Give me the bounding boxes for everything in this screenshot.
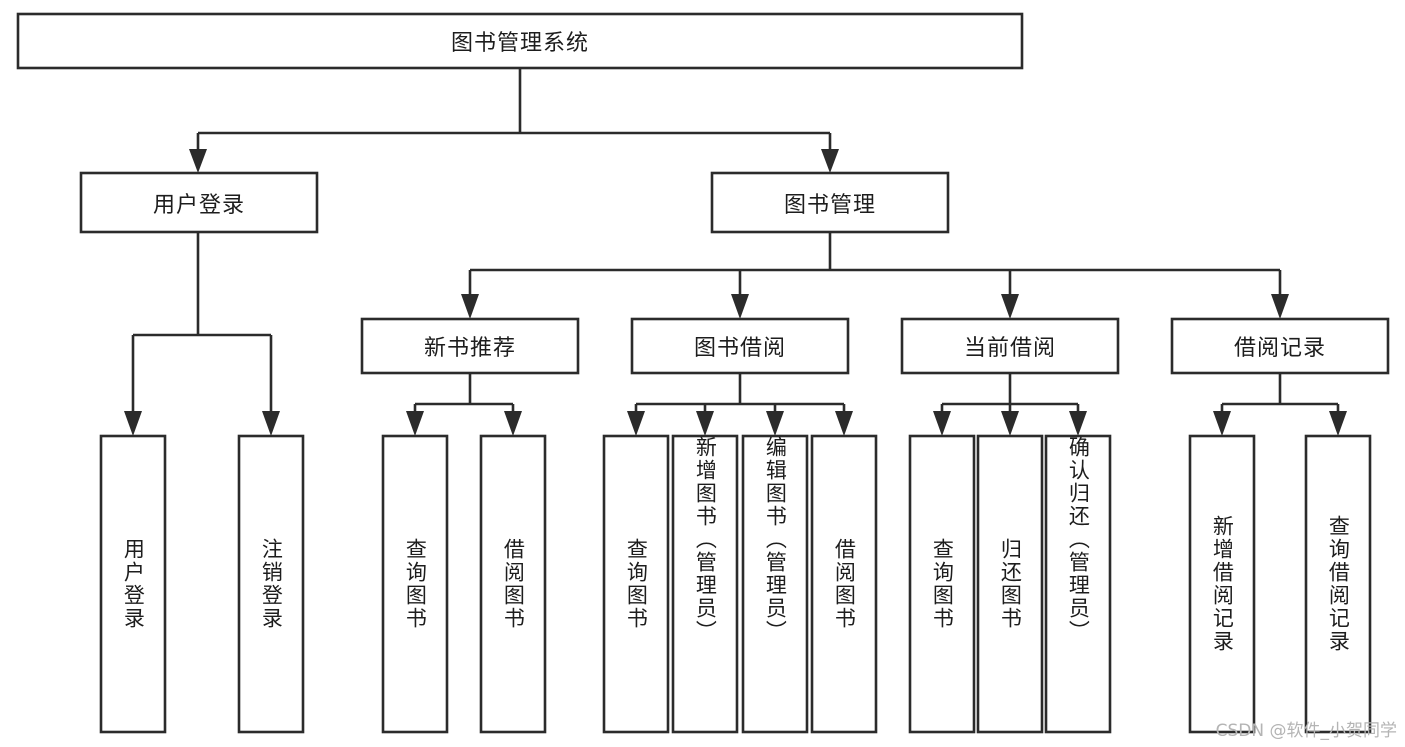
nodes-layer [16, 12, 1390, 734]
node-box-leaf-add-book[interactable] [671, 434, 739, 734]
arrowhead-leaf-return-book [1001, 411, 1019, 436]
node-box-leaf-confirm-return[interactable] [1044, 434, 1112, 734]
node-box-leaf-add-record[interactable] [1188, 434, 1256, 734]
arrowhead-leaf-confirm-return [1069, 411, 1087, 436]
arrowhead-new-book-rec [461, 294, 479, 319]
node-box-borrow-record[interactable] [1170, 317, 1390, 375]
arrowhead-borrow-record [1271, 294, 1289, 319]
node-box-book-borrow[interactable] [630, 317, 850, 375]
node-box-leaf-user-login[interactable] [99, 434, 167, 734]
node-box-user-login[interactable] [79, 171, 319, 234]
arrowhead-leaf-query-book-3 [933, 411, 951, 436]
arrowhead-leaf-borrow-book-1 [504, 411, 522, 436]
node-box-book-manage[interactable] [710, 171, 950, 234]
node-box-leaf-borrow-book-2[interactable] [810, 434, 878, 734]
arrowhead-leaf-logout [262, 411, 280, 436]
connectors-layer [124, 68, 1347, 436]
arrowhead-book-borrow [731, 294, 749, 319]
arrowhead-leaf-query-record [1329, 411, 1347, 436]
node-box-current-borrow[interactable] [900, 317, 1120, 375]
arrowhead-leaf-borrow-book-2 [835, 411, 853, 436]
arrowhead-current-borrow [1001, 294, 1019, 319]
arrowhead-leaf-query-book-2 [627, 411, 645, 436]
node-box-leaf-query-book-2[interactable] [602, 434, 670, 734]
node-box-leaf-query-book-3[interactable] [908, 434, 976, 734]
node-box-leaf-borrow-book-1[interactable] [479, 434, 547, 734]
node-box-leaf-query-record[interactable] [1304, 434, 1372, 734]
node-box-leaf-logout[interactable] [237, 434, 305, 734]
node-box-leaf-query-book-1[interactable] [381, 434, 449, 734]
arrowhead-leaf-user-login [124, 411, 142, 436]
node-box-root[interactable] [16, 12, 1024, 70]
node-box-leaf-edit-book[interactable] [741, 434, 809, 734]
node-box-new-book-rec[interactable] [360, 317, 580, 375]
arrowhead-leaf-add-book [696, 411, 714, 436]
arrowhead-book-manage [821, 149, 839, 173]
arrowhead-leaf-add-record [1213, 411, 1231, 436]
arrowhead-leaf-edit-book [766, 411, 784, 436]
node-box-leaf-return-book[interactable] [976, 434, 1044, 734]
arrowhead-leaf-query-book-1 [406, 411, 424, 436]
arrowhead-user-login [189, 149, 207, 173]
